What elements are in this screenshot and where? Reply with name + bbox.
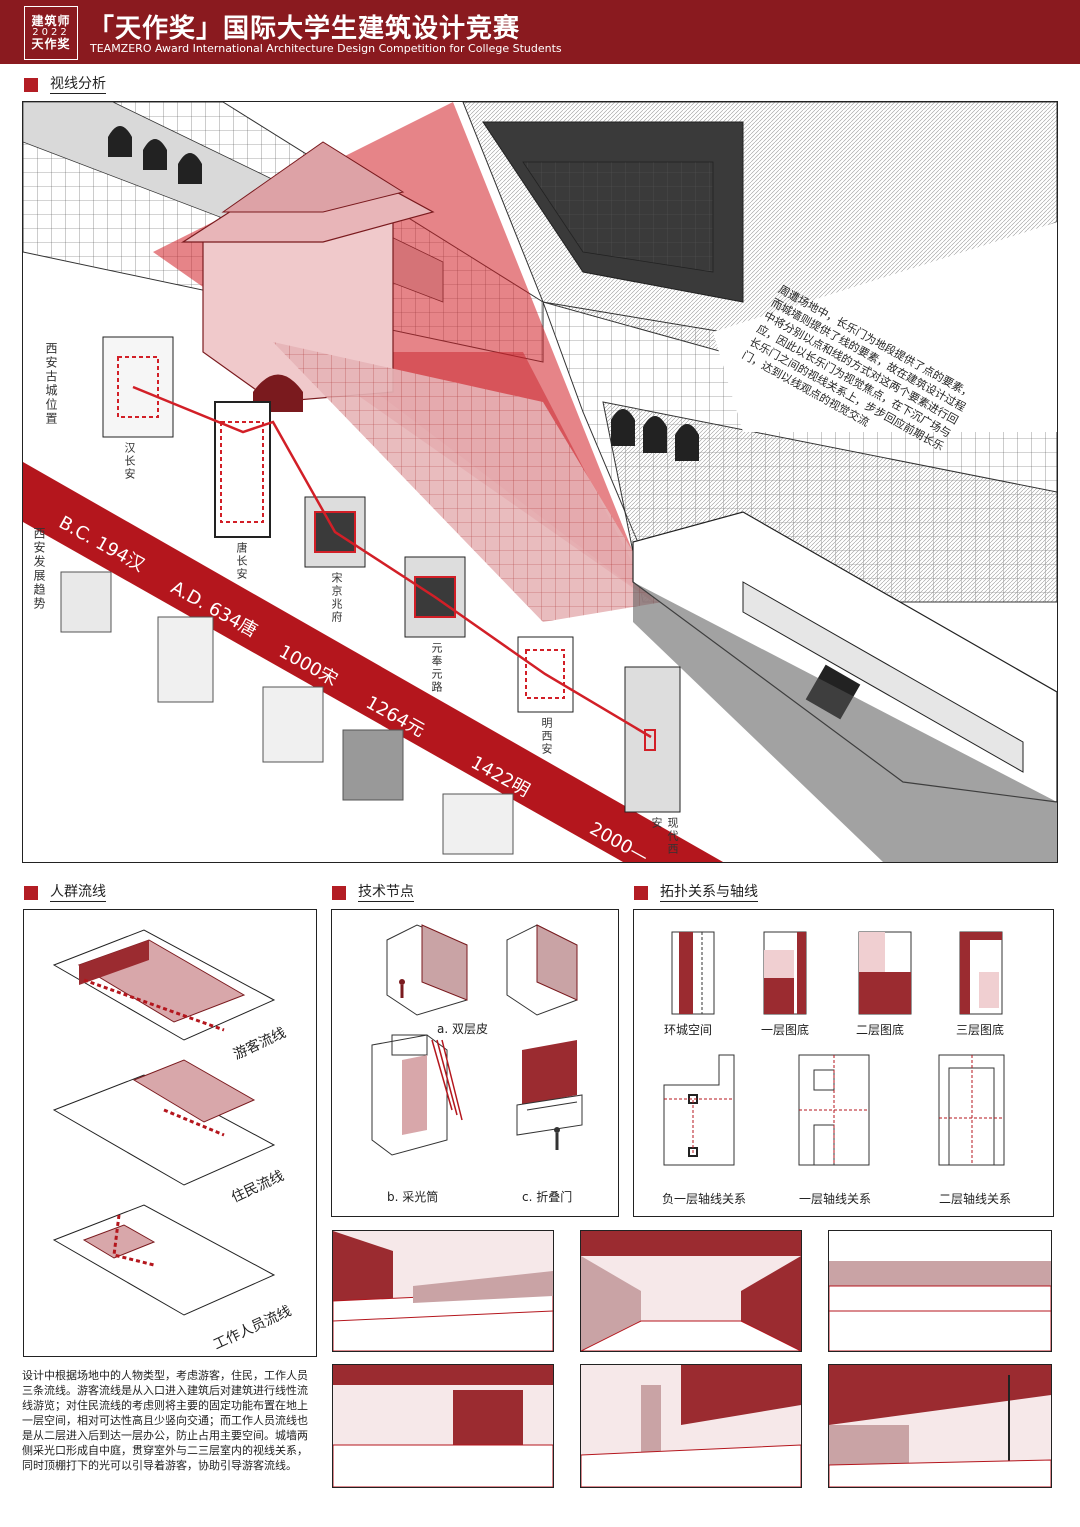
- map-caption-han: 汉长安: [123, 442, 136, 481]
- wall-arches: [108, 126, 202, 184]
- perspective-render-2: [580, 1230, 802, 1352]
- flow-panel: 游客流线 住民流线 工作人员流线: [23, 909, 317, 1357]
- map-caption-modern: 现代西安: [650, 817, 679, 856]
- caption-ground-floor: 一层图底: [761, 1023, 810, 1037]
- section-title: 技术节点: [358, 884, 414, 902]
- ground-floor-figure: [763, 931, 807, 1015]
- page-title: 「天作奖」国际大学生建筑设计竞赛: [88, 14, 521, 44]
- second-floor-axis-figure: [938, 1054, 1005, 1166]
- heading-marker: [332, 886, 346, 900]
- flow-description: 设计中根据场地中的人物类型，考虑游客，住民，工作人员三条流线。游客流线是从入口进…: [22, 1369, 308, 1472]
- light-well-diagram: [371, 1034, 463, 1156]
- map-caption-ming: 明西安: [540, 717, 553, 756]
- heading-marker: [24, 886, 38, 900]
- heading-marker: [24, 78, 38, 92]
- brand-logo: 建筑师 2022 天作奖: [24, 6, 78, 60]
- caption-light-well: b. 采光筒: [387, 1190, 439, 1204]
- map-caption-tang: 唐长安: [235, 542, 248, 581]
- caption-ring-space: 环城空间: [664, 1023, 713, 1037]
- historic-maps: [102, 336, 681, 813]
- logo-line-1: 建筑师: [31, 14, 71, 29]
- flow-diagrams: [52, 929, 276, 1316]
- caption-second-floor-axis: 二层轴线关系: [939, 1192, 1012, 1206]
- section-heading-flow: 人群流线: [24, 884, 106, 902]
- basement-axis-figure: [663, 1054, 735, 1166]
- second-floor-figure: [858, 931, 912, 1015]
- perspective-render-3: [828, 1230, 1052, 1352]
- caption-double-skin: a. 双层皮: [437, 1022, 488, 1036]
- page-subtitle: TEAMZERO Award International Architectur…: [90, 42, 562, 55]
- section-heading-tech: 技术节点: [332, 884, 414, 902]
- double-skin-diagram: [386, 924, 578, 1016]
- section-title: 视线分析: [50, 76, 106, 94]
- folding-door-diagram: [516, 1040, 583, 1150]
- sightline-panel: 西安古城位置 西安发展趋势 B.C. 194汉 A.D. 634唐 1000宋 …: [22, 101, 1058, 863]
- section-heading-topology: 拓扑关系与轴线: [634, 884, 758, 902]
- caption-basement-axis: 负一层轴线关系: [662, 1192, 747, 1206]
- map-caption-song: 宋京兆府: [330, 572, 343, 624]
- resident-flow-diagram: [52, 1059, 276, 1186]
- perspective-render-1: [332, 1230, 554, 1352]
- section-title: 人群流线: [50, 884, 106, 902]
- logo-line-3: 天作奖: [31, 37, 71, 52]
- map-caption-yuan: 元奉元路: [430, 642, 443, 694]
- development-sketches: [60, 571, 514, 855]
- caption-first-floor-axis: 一层轴线关系: [799, 1192, 872, 1206]
- caption-third-floor: 三层图底: [956, 1023, 1005, 1037]
- perspective-render-4: [332, 1364, 554, 1488]
- heading-marker: [634, 886, 648, 900]
- sightline-path: [132, 385, 652, 739]
- caption-folding-door: c. 折叠门: [522, 1190, 573, 1204]
- third-floor-figure: [959, 931, 1003, 1015]
- tourist-flow-diagram: [52, 929, 276, 1041]
- first-floor-axis-figure: [798, 1054, 870, 1166]
- ring-space-figure: [671, 931, 715, 1015]
- tech-panel: a. 双层皮 b. 采光筒 c. 折叠门: [331, 909, 619, 1217]
- topology-panel: 环城空间 一层图底 二层图底 三层图底 负一层轴线关系 一层轴线关系 二层轴线关…: [633, 909, 1054, 1217]
- tech-diagrams: [371, 924, 583, 1156]
- label-city-trend: 西安发展趋势: [32, 527, 46, 611]
- staff-flow-diagram: [52, 1204, 276, 1316]
- section-title: 拓扑关系与轴线: [660, 884, 758, 902]
- topology-diagrams: [663, 931, 1005, 1166]
- logo-line-2: 2022: [32, 26, 70, 38]
- label-city-position: 西安古城位置: [44, 342, 58, 426]
- caption-second-floor: 二层图底: [856, 1023, 905, 1037]
- timeline-band: [23, 462, 723, 862]
- perspective-render-5: [580, 1364, 802, 1488]
- perspective-render-6: [828, 1364, 1052, 1488]
- sightline-illustration: [23, 102, 1057, 862]
- header-bar: [0, 0, 1080, 64]
- section-heading-sightline: 视线分析: [24, 76, 106, 94]
